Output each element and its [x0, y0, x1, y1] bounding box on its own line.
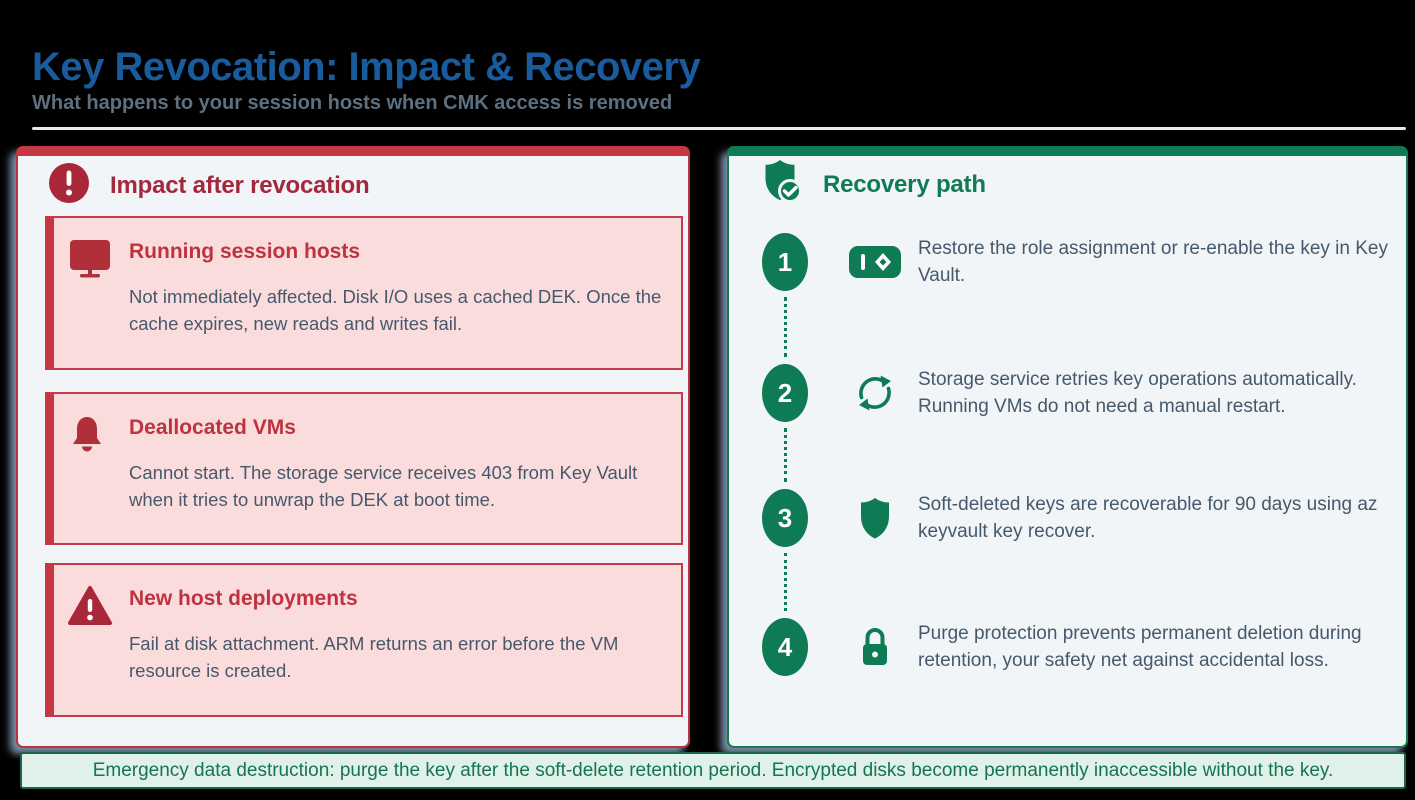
warning-triangle-icon [67, 581, 113, 715]
impact-card-deallocated-vms: Deallocated VMs Cannot start. The storag… [45, 392, 683, 545]
step-text: Restore the role assignment or re-enable… [918, 238, 1388, 286]
impact-panel: Impact after revocation Running session … [16, 146, 690, 748]
lock-icon [848, 624, 902, 670]
step-number-badge: 4 [762, 618, 808, 676]
step-number-badge: 2 [762, 364, 808, 422]
exclamation-circle-icon [48, 162, 90, 209]
card-body: Not immediately affected. Disk I/O uses … [129, 286, 662, 334]
shield-icon [848, 496, 902, 540]
step-text: Storage service retries key operations a… [918, 369, 1357, 417]
page-title: Key Revocation: Impact & Recovery [32, 44, 701, 89]
recovery-step-1: 1 Restore the role assignment or re-enab… [762, 233, 1415, 291]
step-text: Soft-deleted keys are recoverable for 90… [918, 494, 1378, 542]
recovery-step-2: 2 Storage service retries key operations… [762, 364, 1415, 422]
impact-heading-label: Impact after revocation [110, 171, 370, 199]
step-number-badge: 1 [762, 233, 808, 291]
step-connector [784, 428, 787, 482]
header-divider [32, 127, 1406, 130]
page-subtitle: What happens to your session hosts when … [32, 92, 673, 114]
recovery-panel-heading: Recovery path [759, 158, 986, 211]
refresh-icon [848, 371, 902, 415]
recovery-step-3: 3 Soft-deleted keys are recoverable for … [762, 489, 1415, 547]
impact-panel-heading: Impact after revocation [48, 162, 370, 209]
shield-check-icon [759, 158, 807, 211]
impact-card-running-hosts: Running session hosts Not immediately af… [45, 216, 683, 370]
step-text: Purge protection prevents permanent dele… [918, 623, 1362, 671]
recovery-panel: Recovery path 1 Restore the role assignm… [727, 146, 1408, 748]
card-title: Deallocated VMs [129, 416, 296, 439]
bell-icon [67, 410, 113, 543]
step-number-badge: 3 [762, 489, 808, 547]
impact-card-new-deployments: New host deployments Fail at disk attach… [45, 563, 683, 717]
footer-text: Emergency data destruction: purge the ke… [92, 759, 1334, 781]
card-body: Fail at disk attachment. ARM returns an … [129, 633, 619, 681]
recovery-step-4: 4 Purge protection prevents permanent de… [762, 618, 1415, 676]
card-title: New host deployments [129, 587, 358, 610]
footer-banner: Emergency data destruction: purge the ke… [20, 752, 1406, 789]
card-title: Running session hosts [129, 240, 361, 263]
monitor-icon [67, 234, 113, 368]
key-vault-icon [848, 245, 902, 279]
card-body: Cannot start. The storage service receiv… [129, 462, 638, 510]
step-connector [784, 553, 787, 611]
recovery-heading-label: Recovery path [823, 170, 986, 198]
step-connector [784, 297, 787, 357]
